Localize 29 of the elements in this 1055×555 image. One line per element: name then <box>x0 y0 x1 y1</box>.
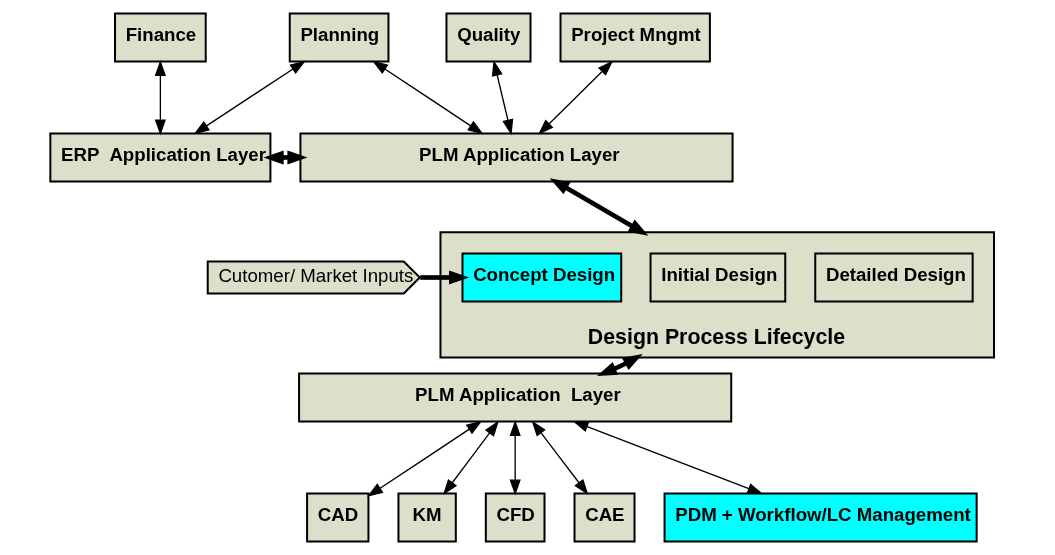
node-box: Quality <box>445 12 532 63</box>
arrow <box>538 60 614 135</box>
arrow <box>372 60 484 135</box>
node-box: Finance <box>114 12 207 63</box>
arrow <box>443 420 499 496</box>
arrow <box>596 354 643 377</box>
node-box: PLM Application Layer <box>299 132 734 183</box>
node-box: CFD <box>484 492 546 543</box>
node-box: Concept Design <box>461 252 623 303</box>
node-box: CAE <box>573 492 636 543</box>
node-box: PLM Application Layer <box>298 372 733 423</box>
arrow <box>193 60 306 135</box>
arrow <box>263 150 308 165</box>
node-box: PDM + Workflow/LC Management <box>663 492 978 543</box>
node-box: Project Mngmt <box>559 12 711 63</box>
node-box: ERP Application Layer <box>49 132 272 183</box>
arrow <box>491 60 514 136</box>
arrow <box>367 420 483 497</box>
arrow <box>549 178 649 236</box>
arrow <box>154 59 166 136</box>
node-box: Detailed Design <box>814 252 974 303</box>
node-box: Planning <box>288 12 390 63</box>
arrow <box>509 420 521 496</box>
arrow <box>531 420 589 496</box>
arrow <box>572 420 764 495</box>
arrow <box>420 270 470 285</box>
node-box: Initial Design <box>649 252 787 303</box>
node-box: CAD <box>306 492 370 543</box>
node-box: KM <box>397 492 457 543</box>
